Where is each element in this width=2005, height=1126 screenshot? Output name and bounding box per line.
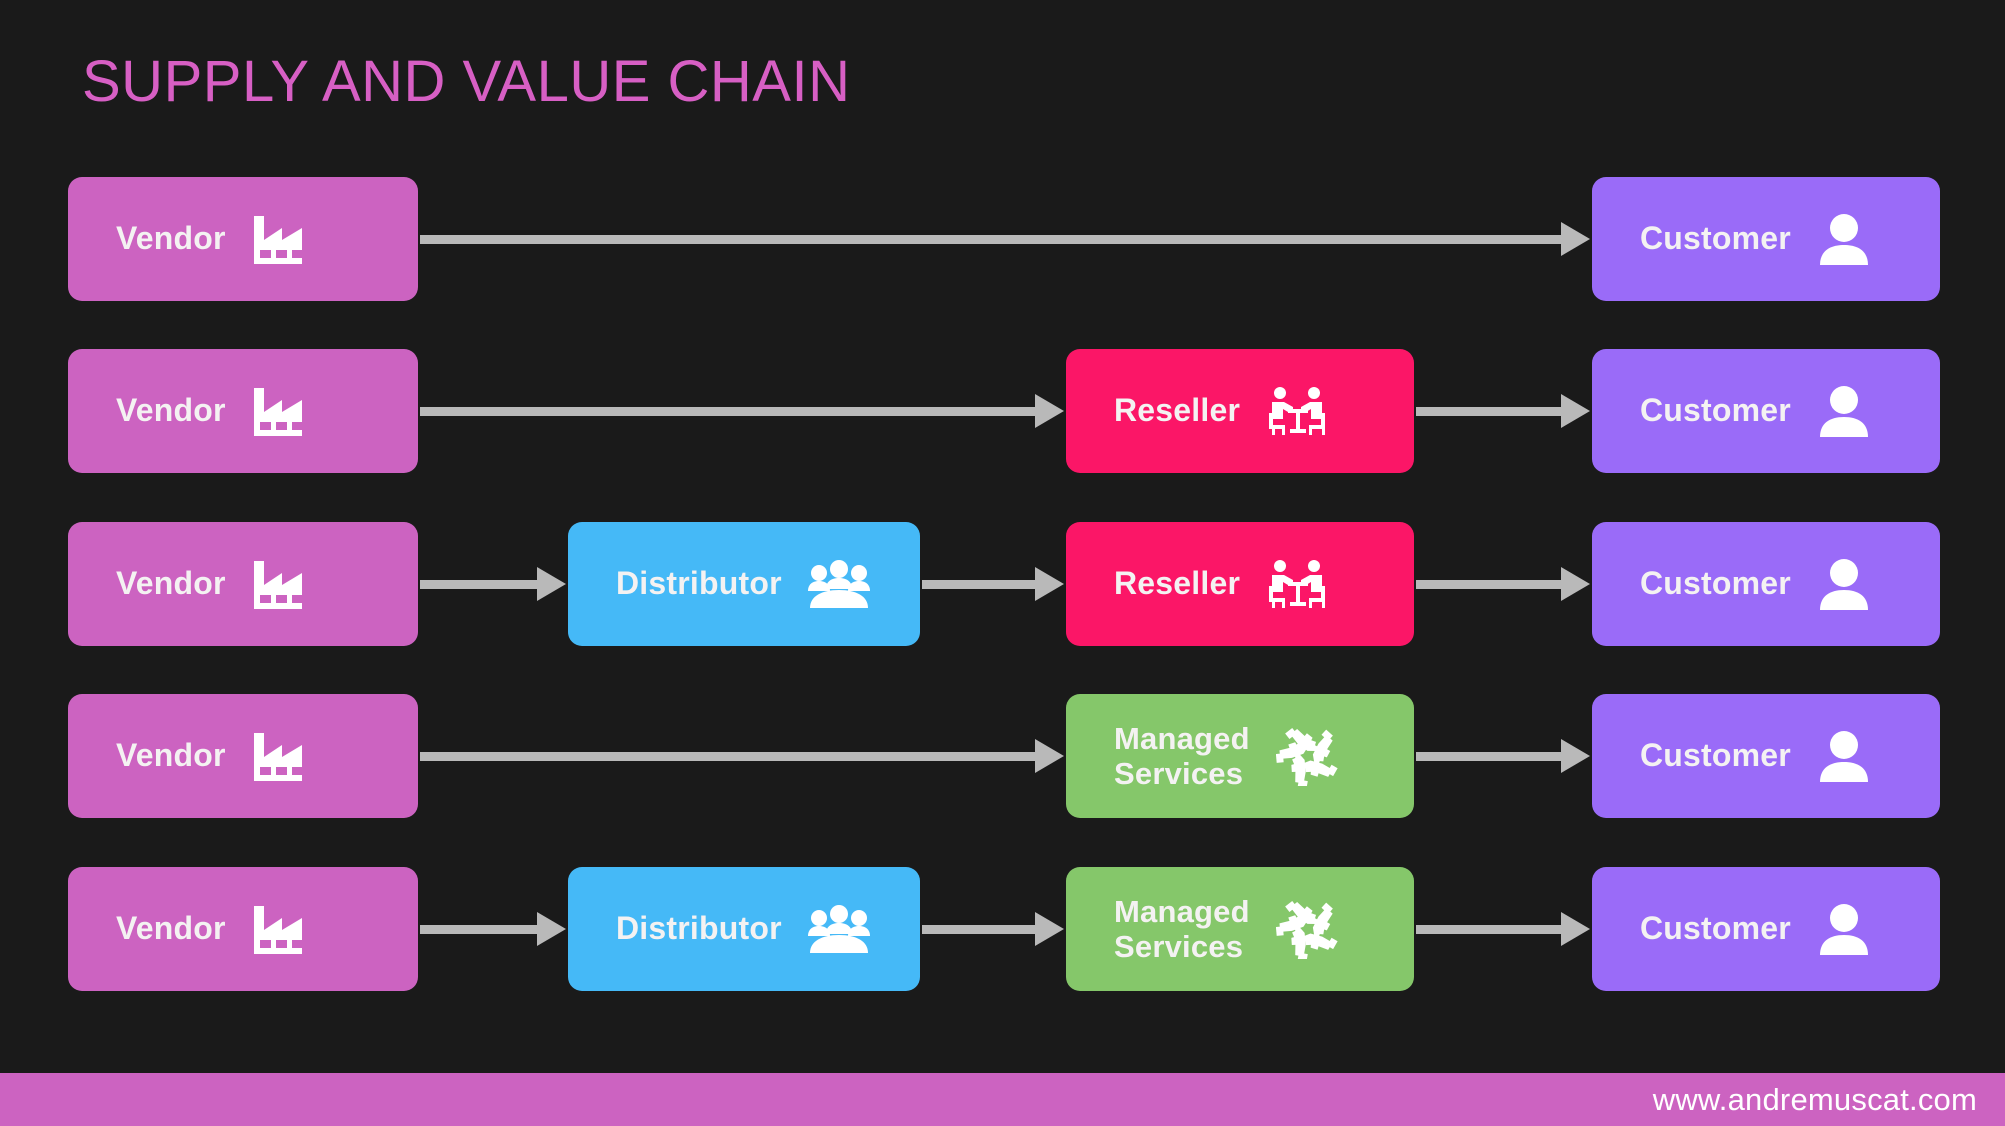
node-vendor[interactable]: Vendor (68, 867, 418, 991)
hands-teamwork-icon (1275, 899, 1340, 959)
node-label: Reseller (1114, 392, 1241, 429)
arrow-head (537, 567, 566, 601)
hands-teamwork-icon (1275, 726, 1340, 786)
arrow-shaft (1416, 406, 1562, 416)
node-label: Vendor (116, 392, 226, 429)
arrow-shaft (1416, 579, 1562, 589)
arrow-shaft (1416, 751, 1562, 761)
node-vendor[interactable]: Vendor (68, 522, 418, 646)
node-vendor[interactable]: Vendor (68, 349, 418, 473)
node-label: Managed Services (1114, 893, 1250, 964)
arrow-head (1035, 912, 1064, 946)
person-icon (1817, 213, 1871, 265)
chain-row: Vendor Distributor (0, 522, 2005, 646)
arrow-shaft (420, 924, 538, 934)
arrow-head (1561, 912, 1590, 946)
arrow-head (1035, 394, 1064, 428)
node-label: Customer (1640, 220, 1791, 257)
factory-icon (252, 386, 312, 436)
node-customer[interactable]: Customer (1592, 522, 1940, 646)
arrow-vendor-to-customer (420, 222, 1590, 256)
node-label: Customer (1640, 910, 1791, 947)
arrow-reseller-to-customer (1416, 567, 1590, 601)
chain-row: Vendor Managed Services (0, 694, 2005, 818)
node-customer[interactable]: Customer (1592, 349, 1940, 473)
arrow-head (1035, 567, 1064, 601)
website-url[interactable]: www.andremuscat.com (1652, 1081, 1977, 1117)
arrow-managed-services-to-customer (1416, 912, 1590, 946)
node-reseller[interactable]: Reseller (1066, 522, 1414, 646)
node-vendor[interactable]: Vendor (68, 694, 418, 818)
node-customer[interactable]: Customer (1592, 694, 1940, 818)
factory-icon (252, 731, 312, 781)
chain-row: Vendor Reseller (0, 349, 2005, 473)
arrow-shaft (420, 406, 1036, 416)
page-title: SUPPLY AND VALUE CHAIN (82, 49, 851, 114)
arrow-managed-services-to-customer (1416, 739, 1590, 773)
node-label: Customer (1640, 565, 1791, 602)
arrow-distributor-to-reseller (922, 567, 1064, 601)
group-of-people-icon (807, 560, 870, 608)
node-vendor[interactable]: Vendor (68, 177, 418, 301)
person-icon (1817, 385, 1871, 437)
node-label: Reseller (1114, 565, 1241, 602)
arrow-vendor-to-managed-services (420, 739, 1064, 773)
chain-row: Vendor Customer (0, 177, 2005, 301)
node-distributor[interactable]: Distributor (568, 867, 920, 991)
arrow-shaft (922, 579, 1036, 589)
group-of-people-icon (807, 905, 870, 953)
arrow-vendor-to-distributor (420, 912, 566, 946)
person-icon (1817, 903, 1871, 955)
factory-icon (252, 904, 312, 954)
arrow-distributor-to-managed-services (922, 912, 1064, 946)
chain-row: Vendor Distributor (0, 867, 2005, 991)
arrow-head (1561, 394, 1590, 428)
two-people-at-table-icon (1266, 558, 1328, 610)
factory-icon (252, 214, 312, 264)
node-label: Customer (1640, 392, 1791, 429)
arrow-head (537, 912, 566, 946)
node-distributor[interactable]: Distributor (568, 522, 920, 646)
arrow-shaft (922, 924, 1036, 934)
node-label: Distributor (616, 910, 782, 947)
node-label: Vendor (116, 565, 226, 602)
factory-icon (252, 559, 312, 609)
two-people-at-table-icon (1266, 385, 1328, 437)
node-reseller[interactable]: Reseller (1066, 349, 1414, 473)
node-customer[interactable]: Customer (1592, 177, 1940, 301)
arrow-head (1561, 739, 1590, 773)
arrow-head (1561, 222, 1590, 256)
person-icon (1817, 558, 1871, 610)
node-customer[interactable]: Customer (1592, 867, 1940, 991)
node-label: Vendor (116, 220, 226, 257)
node-managed-services[interactable]: Managed Services (1066, 867, 1414, 991)
node-managed-services[interactable]: Managed Services (1066, 694, 1414, 818)
node-label: Distributor (616, 565, 782, 602)
arrow-shaft (420, 751, 1036, 761)
supply-chain-diagram: Vendor Customer (0, 163, 2005, 1013)
arrow-vendor-to-distributor (420, 567, 566, 601)
arrow-shaft (420, 579, 538, 589)
node-label: Vendor (116, 737, 226, 774)
arrow-shaft (420, 234, 1562, 244)
node-label: Customer (1640, 737, 1791, 774)
person-icon (1817, 730, 1871, 782)
arrow-shaft (1416, 924, 1562, 934)
node-label: Managed Services (1114, 720, 1250, 791)
arrow-reseller-to-customer (1416, 394, 1590, 428)
arrow-head (1561, 567, 1590, 601)
node-label: Vendor (116, 910, 226, 947)
arrow-head (1035, 739, 1064, 773)
arrow-vendor-to-reseller (420, 394, 1064, 428)
footer-bar: www.andremuscat.com (0, 1073, 2005, 1126)
